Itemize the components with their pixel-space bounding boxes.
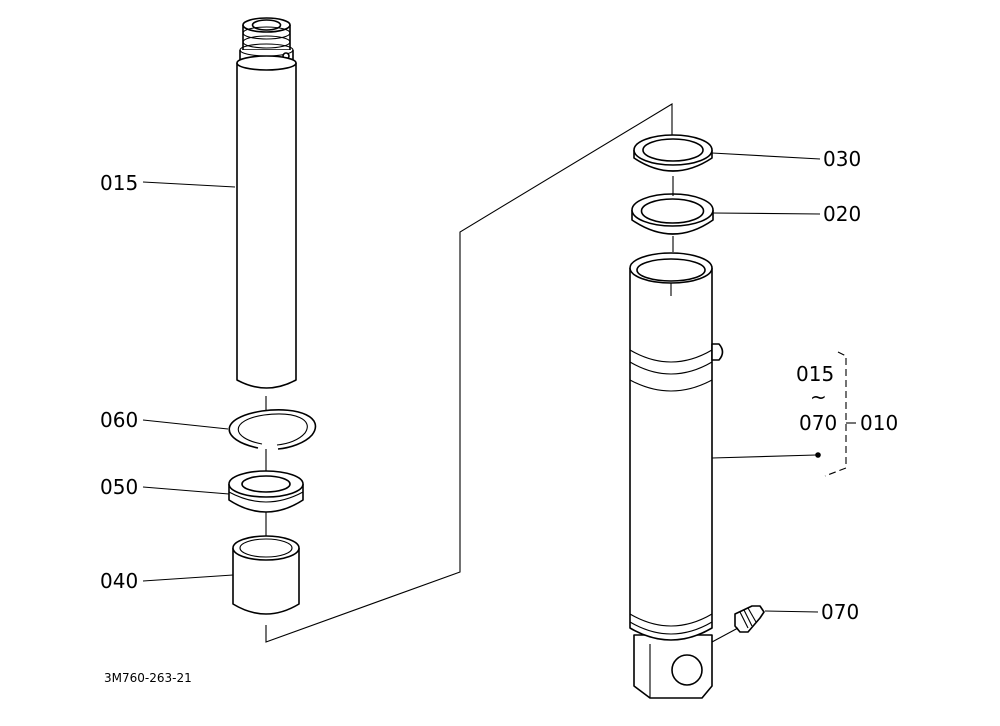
collar-part [232, 535, 300, 615]
grease-fitting-part [711, 605, 765, 643]
seal-part [633, 134, 713, 172]
piston-rod-part [236, 17, 297, 389]
callout-range-from: 015 [796, 362, 834, 386]
leader-dot [815, 452, 821, 458]
callout-020: 020 [823, 202, 861, 226]
callout-070: 070 [821, 600, 859, 624]
callout-050: 050 [100, 475, 138, 499]
snap-ring-part [228, 409, 317, 450]
callout-015: 015 [100, 171, 138, 195]
callout-range-tilde: ~ [810, 385, 827, 409]
callout-060: 060 [100, 408, 138, 432]
assembly-connector-line [265, 103, 673, 643]
nut-part [228, 470, 304, 513]
callout-030: 030 [823, 147, 861, 171]
wiper-ring-part [631, 193, 714, 235]
callout-040: 040 [100, 569, 138, 593]
document-id: 3M760-263-21 [104, 671, 192, 685]
callout-range-to: 070 [799, 411, 837, 435]
cylinder-tube-part [629, 252, 724, 699]
callout-assembly-010: 010 [860, 411, 898, 435]
assembly-bracket [824, 351, 847, 477]
